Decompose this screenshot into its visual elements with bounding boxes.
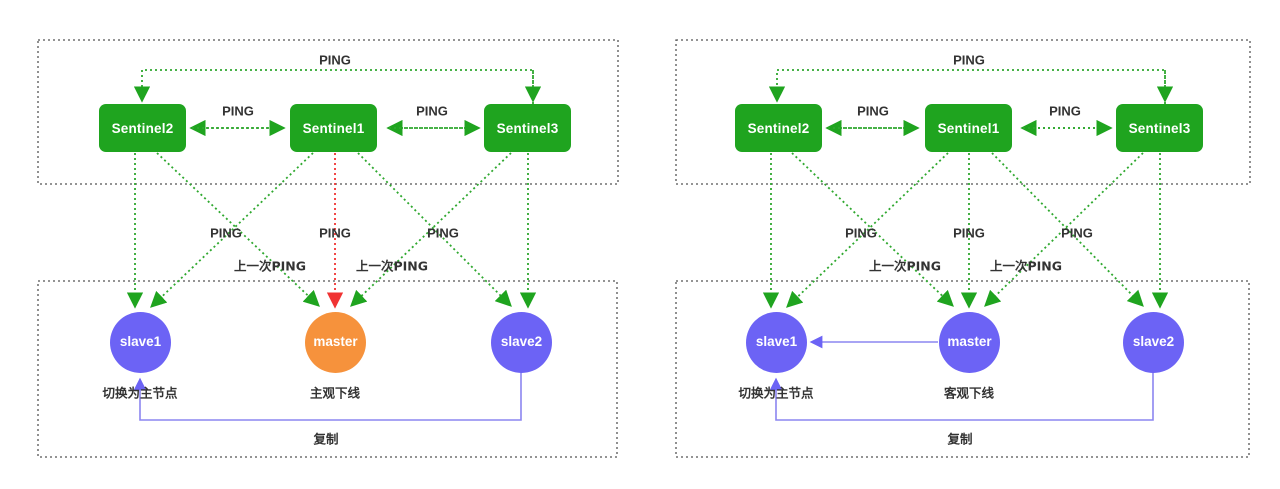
node-label: Sentinel2 — [747, 120, 810, 136]
status-label-master: 客观下线 — [943, 385, 995, 401]
ping-edge-sentinel1-to-slave1 — [786, 152, 949, 308]
label-ping-left: PING — [222, 103, 254, 119]
status-label-master: 主观下线 — [309, 385, 361, 401]
ping-edge-sentinel3-to-sentinel2 — [133, 69, 534, 104]
ping-edge-sentinel1-to-slave1 — [150, 152, 314, 308]
ping-edge-sentinel2-to-master — [156, 152, 320, 307]
node-slave1[interactable]: slave1 — [746, 312, 807, 373]
node-master[interactable]: master — [939, 312, 1000, 373]
subjective-down-diagram: Sentinel2 Sentinel1 Sentinel3 slave1 mas… — [37, 39, 619, 458]
ping-edge-sentinel1-to-slave2 — [357, 152, 512, 307]
node-label: Sentinel1 — [302, 120, 365, 136]
label-lastping-left: 上一次PING — [868, 258, 942, 274]
ping-edge-sentinel3-to-sentinel2 — [768, 69, 1166, 104]
node-sentinel3[interactable]: Sentinel3 — [1116, 104, 1203, 152]
node-label: master — [313, 334, 358, 350]
ping-edge-sentinel1-to-slave2 — [991, 152, 1144, 307]
label-ping-right: PING — [416, 103, 448, 119]
label-lastping-right: 上一次PING — [989, 258, 1063, 274]
ping-edge-sentinel3-to-master — [984, 152, 1144, 307]
label-ping-slave1: PING — [210, 225, 242, 241]
node-label: slave1 — [119, 334, 162, 350]
node-label: Sentinel2 — [111, 120, 174, 136]
node-label: slave2 — [1132, 334, 1175, 350]
label-ping-left: PING — [857, 103, 889, 119]
label-ping-right: PING — [1049, 103, 1081, 119]
objective-down-diagram: Sentinel2 Sentinel1 Sentinel3 slave1 mas… — [640, 0, 1280, 489]
node-slave1[interactable]: slave1 — [110, 312, 171, 373]
label-lastping-left: 上一次PING — [233, 258, 307, 274]
node-label: Sentinel3 — [496, 120, 559, 136]
node-label: master — [947, 334, 992, 350]
label-ping-top: PING — [319, 52, 351, 68]
node-sentinel3[interactable]: Sentinel3 — [484, 104, 571, 152]
node-label: Sentinel3 — [1128, 120, 1191, 136]
left-edges-layer — [37, 39, 619, 458]
label-ping-master: PING — [319, 225, 351, 241]
status-label-slave1: 切换为主节点 — [102, 385, 178, 401]
label-ping-slave2: PING — [427, 225, 459, 241]
node-master[interactable]: master — [305, 312, 366, 373]
label-ping-slave2: PING — [1061, 225, 1093, 241]
label-ping-master: PING — [953, 225, 985, 241]
label-ping-slave1: PING — [845, 225, 877, 241]
node-sentinel1[interactable]: Sentinel1 — [925, 104, 1012, 152]
status-label-slave1: 切换为主节点 — [738, 385, 814, 401]
redis-data-container — [37, 280, 618, 458]
replication-edge-slave2-to-slave1 — [769, 372, 1154, 421]
node-slave2[interactable]: slave2 — [1123, 312, 1184, 373]
sentinel-cluster-container — [675, 39, 1251, 185]
redis-data-container — [675, 280, 1250, 458]
node-label: slave2 — [500, 334, 543, 350]
sentinel-cluster-container — [37, 39, 619, 185]
node-label: slave1 — [755, 334, 798, 350]
label-ping-top: PING — [953, 52, 985, 68]
replication-edge-slave2-to-slave1 — [133, 372, 522, 421]
right-edges-layer — [675, 39, 1251, 458]
label-replication: 复制 — [947, 431, 973, 447]
ping-edge-sentinel2-to-master — [791, 152, 954, 307]
ping-edge-sentinel3-to-master — [350, 152, 512, 307]
node-label: Sentinel1 — [937, 120, 1000, 136]
node-sentinel1[interactable]: Sentinel1 — [290, 104, 377, 152]
node-sentinel2[interactable]: Sentinel2 — [735, 104, 822, 152]
label-lastping-right: 上一次PING — [355, 258, 429, 274]
label-replication: 复制 — [313, 431, 339, 447]
node-slave2[interactable]: slave2 — [491, 312, 552, 373]
node-sentinel2[interactable]: Sentinel2 — [99, 104, 186, 152]
